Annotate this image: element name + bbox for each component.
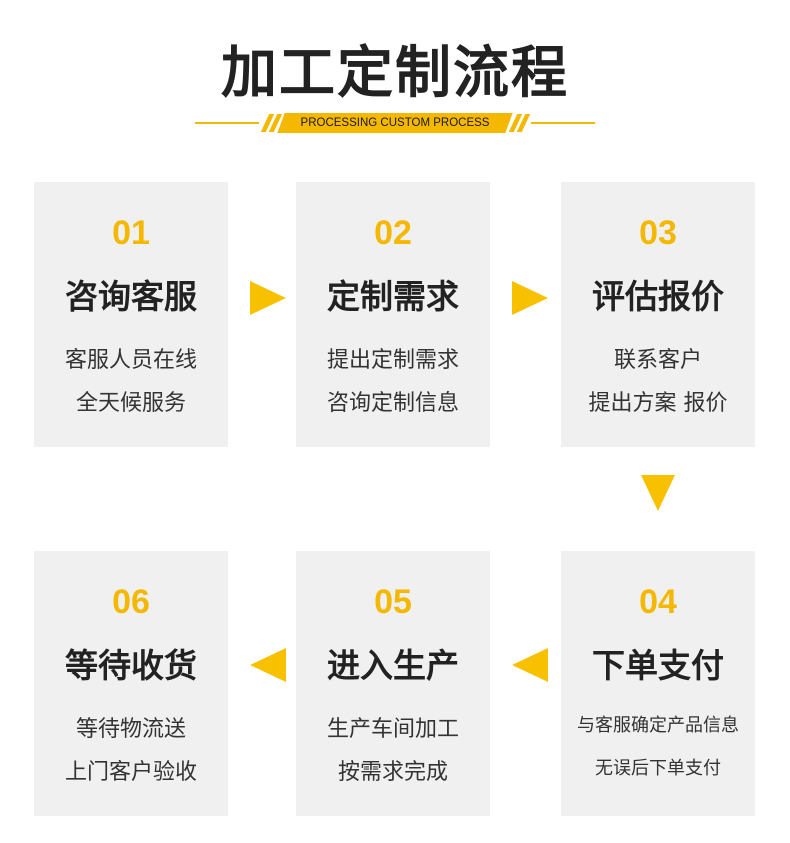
step-name: 等待收货 — [65, 646, 197, 685]
step-card-1: 01 咨询客服 客服人员在线 全天候服务 — [34, 182, 228, 447]
step-desc-line1: 提出定制需求 — [326, 348, 459, 373]
step-desc-line1: 客服人员在线 — [64, 348, 197, 373]
step-desc-line1: 与客服确定产品信息 — [577, 715, 739, 736]
step-name: 评估报价 — [592, 277, 724, 316]
subtitle-banner: PROCESSING CUSTOM PROCESS — [195, 112, 595, 134]
step-card-6: 06 等待收货 等待物流送 上门客户验收 — [34, 551, 228, 816]
step-desc-line1: 联系客户 — [613, 348, 702, 373]
step-desc-line2: 提出方案 报价 — [588, 391, 728, 416]
subtitle-line-right — [531, 122, 595, 124]
step-desc-line2: 上门客户验收 — [64, 760, 197, 785]
arrow-left-icon — [250, 648, 286, 682]
step-number: 05 — [374, 583, 412, 621]
arrow-left-icon — [512, 648, 548, 682]
step-desc-line2: 全天候服务 — [75, 391, 186, 416]
step-name: 定制需求 — [327, 277, 459, 316]
step-desc-line1: 等待物流送 — [75, 717, 186, 742]
step-number: 03 — [639, 214, 677, 252]
arrow-down-icon — [641, 475, 675, 511]
page-subtitle: PROCESSING CUSTOM PROCESS — [300, 117, 490, 129]
page-title: 加工定制流程 — [221, 41, 569, 106]
step-name: 下单支付 — [592, 646, 724, 685]
step-desc-line2: 咨询定制信息 — [326, 391, 459, 416]
step-number: 06 — [112, 583, 150, 621]
step-name: 进入生产 — [327, 646, 459, 685]
step-desc-line2: 无误后下单支付 — [595, 758, 721, 779]
step-number: 01 — [112, 214, 150, 252]
step-name: 咨询客服 — [65, 277, 197, 316]
arrow-right-icon — [250, 281, 286, 315]
step-card-4: 04 下单支付 与客服确定产品信息 无误后下单支付 — [561, 551, 755, 816]
step-card-5: 05 进入生产 生产车间加工 按需求完成 — [296, 551, 490, 816]
subtitle-line-left — [195, 122, 259, 124]
step-desc-line1: 生产车间加工 — [326, 717, 459, 742]
step-number: 02 — [374, 214, 412, 252]
step-desc-line2: 按需求完成 — [337, 760, 448, 785]
step-card-3: 03 评估报价 联系客户 提出方案 报价 — [561, 182, 755, 447]
step-number: 04 — [639, 583, 677, 621]
step-card-2: 02 定制需求 提出定制需求 咨询定制信息 — [296, 182, 490, 447]
arrow-right-icon — [512, 281, 548, 315]
